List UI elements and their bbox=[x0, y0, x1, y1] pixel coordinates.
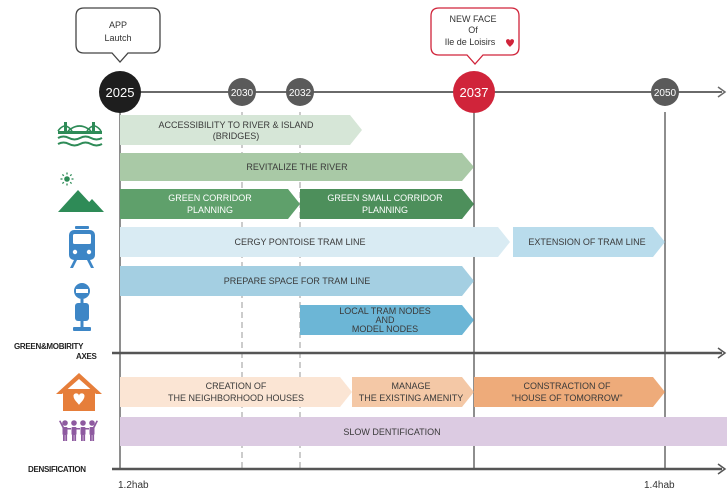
svg-text:GREEN SMALL CORRIDOR: GREEN SMALL CORRIDOR bbox=[327, 193, 443, 203]
svg-text:MANAGE: MANAGE bbox=[391, 381, 430, 391]
bubble-face-line2: Of bbox=[468, 25, 478, 35]
svg-text:2032: 2032 bbox=[289, 88, 312, 99]
svg-text:REVITALIZE THE RIVER: REVITALIZE THE RIVER bbox=[246, 162, 348, 172]
bar-existing-amenity: MANAGE THE EXISTING AMENITY bbox=[352, 377, 474, 407]
population-start: 1.2hab bbox=[118, 480, 149, 490]
svg-text:MODEL NODES: MODEL NODES bbox=[352, 324, 418, 334]
bar-neighborhood-houses: CREATION OF THE NEIGHBORHOOD HOUSES bbox=[120, 377, 352, 407]
heart-icon bbox=[506, 39, 514, 47]
bar-tram-line: CERGY PONTOISE TRAM LINE bbox=[120, 227, 510, 257]
node-2050: 2050 bbox=[651, 78, 679, 106]
svg-text:LOCAL TRAM NODES: LOCAL TRAM NODES bbox=[339, 306, 431, 316]
svg-text:PLANNING: PLANNING bbox=[187, 205, 233, 215]
svg-text:"HOUSE OF TOMORROW": "HOUSE OF TOMORROW" bbox=[511, 393, 622, 403]
bar-river: REVITALIZE THE RIVER bbox=[120, 153, 474, 181]
svg-text:CREATION OF: CREATION OF bbox=[206, 381, 267, 391]
population-end: 1.4hab bbox=[644, 480, 675, 490]
node-2030: 2030 bbox=[228, 78, 256, 106]
axis-label-densification: DENSIFICATION bbox=[28, 465, 86, 474]
svg-text:PREPARE SPACE FOR TRAM LINE: PREPARE SPACE FOR TRAM LINE bbox=[224, 276, 371, 286]
node-2032: 2032 bbox=[286, 78, 314, 106]
axis-label-green-1: GREEN&MOBIRITY bbox=[14, 342, 84, 351]
bubble-face-line1: NEW FACE bbox=[449, 14, 496, 24]
mountain-icon bbox=[58, 190, 104, 212]
svg-text:ACCESSIBILITY TO RIVER & ISLAN: ACCESSIBILITY TO RIVER & ISLAND bbox=[158, 120, 314, 130]
bar-prepare-space: PREPARE SPACE FOR TRAM LINE bbox=[120, 266, 474, 296]
bubble-face-line3: Ile de Loisirs bbox=[445, 37, 496, 47]
svg-text:2037: 2037 bbox=[460, 85, 489, 100]
house-icon bbox=[56, 373, 102, 411]
bubble-new-face: NEW FACE Of Ile de Loisirs bbox=[430, 7, 520, 65]
svg-text:CERGY PONTOISE TRAM LINE: CERGY PONTOISE TRAM LINE bbox=[234, 237, 365, 247]
node-2037: 2037 bbox=[453, 71, 495, 113]
bar-green-corridor: GREEN CORRIDOR PLANNING bbox=[120, 189, 300, 219]
node-2025: 2025 bbox=[99, 71, 141, 113]
svg-text:THE NEIGHBORHOOD HOUSES: THE NEIGHBORHOOD HOUSES bbox=[168, 393, 304, 403]
tram-icon bbox=[69, 226, 95, 268]
timeline-arrow bbox=[717, 86, 727, 98]
svg-text:AND: AND bbox=[375, 315, 395, 325]
bar-tram-extension: EXTENSION OF TRAM LINE bbox=[513, 227, 665, 257]
svg-text:2050: 2050 bbox=[654, 88, 677, 99]
bubble-app-launch: APP Lautch bbox=[75, 7, 161, 63]
svg-text:(BRIDGES): (BRIDGES) bbox=[213, 131, 260, 141]
svg-text:EXTENSION OF TRAM LINE: EXTENSION OF TRAM LINE bbox=[528, 237, 645, 247]
bar-tram-nodes: LOCAL TRAM NODES AND MODEL NODES bbox=[300, 305, 474, 335]
bar-bridges: ACCESSIBILITY TO RIVER & ISLAND (BRIDGES… bbox=[120, 115, 362, 145]
axis-label-green-2: AXES bbox=[76, 352, 98, 361]
svg-text:2030: 2030 bbox=[231, 88, 254, 99]
bridge-icon bbox=[57, 122, 103, 147]
bubble-app-line1: APP bbox=[109, 20, 127, 30]
svg-text:2025: 2025 bbox=[106, 85, 135, 100]
people-icon bbox=[59, 420, 98, 441]
bar-green-small-corridor: GREEN SMALL CORRIDOR PLANNING bbox=[300, 189, 474, 219]
bubble-app-line2: Lautch bbox=[104, 33, 131, 43]
svg-text:SLOW DENTIFICATION: SLOW DENTIFICATION bbox=[343, 427, 440, 437]
bar-house-of-tomorrow: CONSTRACTION OF "HOUSE OF TOMORROW" bbox=[474, 377, 665, 407]
svg-text:THE EXISTING AMENITY: THE EXISTING AMENITY bbox=[359, 393, 464, 403]
svg-text:PLANNING: PLANNING bbox=[362, 205, 408, 215]
bar-slow-densification: SLOW DENTIFICATION bbox=[120, 417, 727, 446]
svg-text:CONSTRACTION OF: CONSTRACTION OF bbox=[524, 381, 612, 391]
sun-icon bbox=[60, 172, 74, 186]
tram-stop-icon bbox=[73, 283, 91, 331]
svg-text:GREEN CORRIDOR: GREEN CORRIDOR bbox=[168, 193, 252, 203]
